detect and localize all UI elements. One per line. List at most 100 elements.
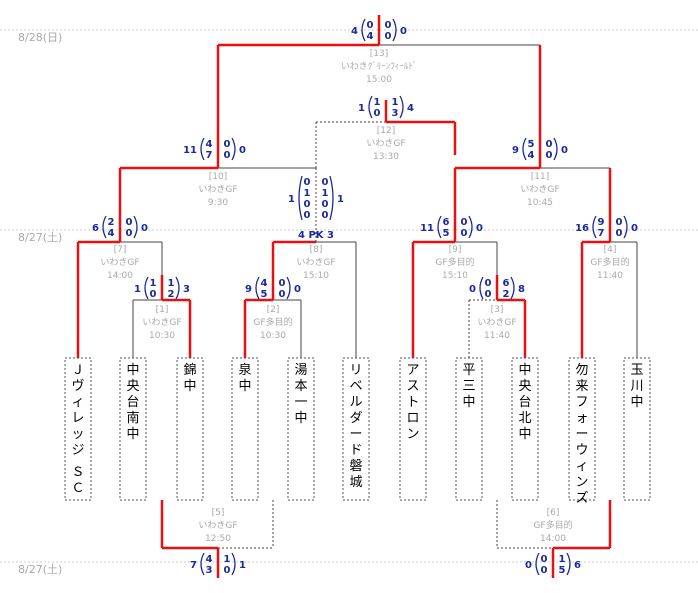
match-time: 14:00 xyxy=(107,271,133,281)
match-time: 12:50 xyxy=(205,534,231,544)
match-number: [11] xyxy=(531,172,549,182)
score-right-half: 0 xyxy=(546,150,553,161)
score-left-half: 4 xyxy=(206,139,213,150)
score-right-half: 1 xyxy=(322,188,329,199)
team-name-char: 中 xyxy=(294,411,307,426)
match-venue: いわきGF xyxy=(296,257,335,268)
score-left-half: 0 xyxy=(485,278,492,289)
team-name-char: レ xyxy=(71,411,84,426)
score-bracket xyxy=(255,276,260,300)
team-name-char: 一 xyxy=(294,395,307,410)
score-bracket xyxy=(535,552,540,576)
score-left-total: 1 xyxy=(134,284,141,295)
team-name-char: 中 xyxy=(126,363,139,378)
score-left-total: 1 xyxy=(288,194,295,205)
team-name-char: 中 xyxy=(518,427,531,442)
score-left-total: 16 xyxy=(575,223,589,234)
score-left-half: 4 xyxy=(108,228,115,239)
score-right-half: 0 xyxy=(322,210,329,221)
score-right-half: 0 xyxy=(546,139,553,150)
team-name-char: ロ xyxy=(406,411,419,426)
score-right-half: 1 xyxy=(559,554,566,565)
team-name-char: 央 xyxy=(126,379,139,394)
score-left-total: 1 xyxy=(358,103,365,114)
match-number: [8] xyxy=(310,245,323,255)
team-name-char: 勿 xyxy=(575,363,588,378)
date-final: 8/28(日) xyxy=(18,31,62,44)
team-name-char: ン xyxy=(575,475,588,490)
match-venue: いわきGF xyxy=(100,257,139,268)
team-name-char: ベ xyxy=(349,379,362,394)
score-bracket xyxy=(399,95,404,119)
score-left-total: 0 xyxy=(469,284,476,295)
match-number: [1] xyxy=(156,305,169,315)
score-right-half: 3 xyxy=(392,108,399,119)
team-name-char: Ｊ xyxy=(71,363,84,378)
score-right-half: 0 xyxy=(322,177,329,188)
team-name-char: ィ xyxy=(575,459,588,474)
score-right-half: 0 xyxy=(616,217,623,228)
score-left-half: 5 xyxy=(528,139,535,150)
score-left-half: 0 xyxy=(304,177,311,188)
score-left-half: 0 xyxy=(541,565,548,576)
score-bracket xyxy=(592,215,597,239)
match-number: [7] xyxy=(114,245,127,255)
score-left-half: 0 xyxy=(541,554,548,565)
score-right-half: 0 xyxy=(126,217,133,228)
score-left-half: 5 xyxy=(261,289,268,300)
score-bracket xyxy=(298,175,303,221)
score-right-half: 0 xyxy=(224,565,231,576)
score-bracket xyxy=(437,215,442,239)
score-left-half: 0 xyxy=(374,108,381,119)
score-bracket xyxy=(553,137,558,161)
score-right-half: 1 xyxy=(168,278,175,289)
team-name-char: ヴ xyxy=(71,378,84,394)
score-right-half: 0 xyxy=(461,217,468,228)
score-right-half: 0 xyxy=(279,289,286,300)
score-right-half: 0 xyxy=(461,228,468,239)
score-bracket xyxy=(231,552,236,576)
match-time: 10:45 xyxy=(527,198,553,208)
score-right-total: 1 xyxy=(337,194,344,205)
team-name-char: ダ xyxy=(349,411,362,426)
score-left-half: 4 xyxy=(528,150,535,161)
score-right-half: 0 xyxy=(322,199,329,210)
team-name-char: 泉 xyxy=(238,362,251,378)
match-time: 10:30 xyxy=(149,331,175,341)
team-name-char: ド xyxy=(349,443,362,458)
score-right-total: 0 xyxy=(141,223,148,234)
date-day1: 8/27(土) xyxy=(18,231,62,244)
score-right-total: 0 xyxy=(239,145,246,156)
match-time: 10:30 xyxy=(260,331,286,341)
score-bracket xyxy=(566,552,571,576)
score-right-total: 0 xyxy=(631,223,638,234)
score-right-half: 1 xyxy=(224,554,231,565)
team-name-char: ォ xyxy=(575,411,588,426)
score-left-half: 3 xyxy=(206,565,213,576)
score-bracket xyxy=(368,95,373,119)
score-right-half: 0 xyxy=(385,31,392,42)
match-number: [13] xyxy=(370,49,388,59)
team-name-char: 平 xyxy=(462,363,475,378)
score-bracket xyxy=(133,215,138,239)
team-name-char: 台 xyxy=(518,395,531,410)
score-right-total: 8 xyxy=(518,284,525,295)
score-bracket xyxy=(286,276,291,300)
team-name-char: 川 xyxy=(630,379,643,394)
score-left-half: 2 xyxy=(108,217,115,228)
score-left-total: 6 xyxy=(92,223,99,234)
team-name-char: 台 xyxy=(126,395,139,410)
match-venue: いわきGF xyxy=(520,184,559,195)
score-right-total: 0 xyxy=(400,26,407,37)
team-name-char: 本 xyxy=(294,379,307,394)
score-right-half: 1 xyxy=(392,97,399,108)
team-name-char: 湯 xyxy=(294,363,307,378)
score-left-half: 1 xyxy=(374,97,381,108)
match-venue: いわきGF xyxy=(366,138,405,149)
score-left-half: 6 xyxy=(443,217,450,228)
score-left-total: 9 xyxy=(512,145,519,156)
match-time: 15:10 xyxy=(303,271,329,281)
team-name-char: ト xyxy=(406,395,419,410)
